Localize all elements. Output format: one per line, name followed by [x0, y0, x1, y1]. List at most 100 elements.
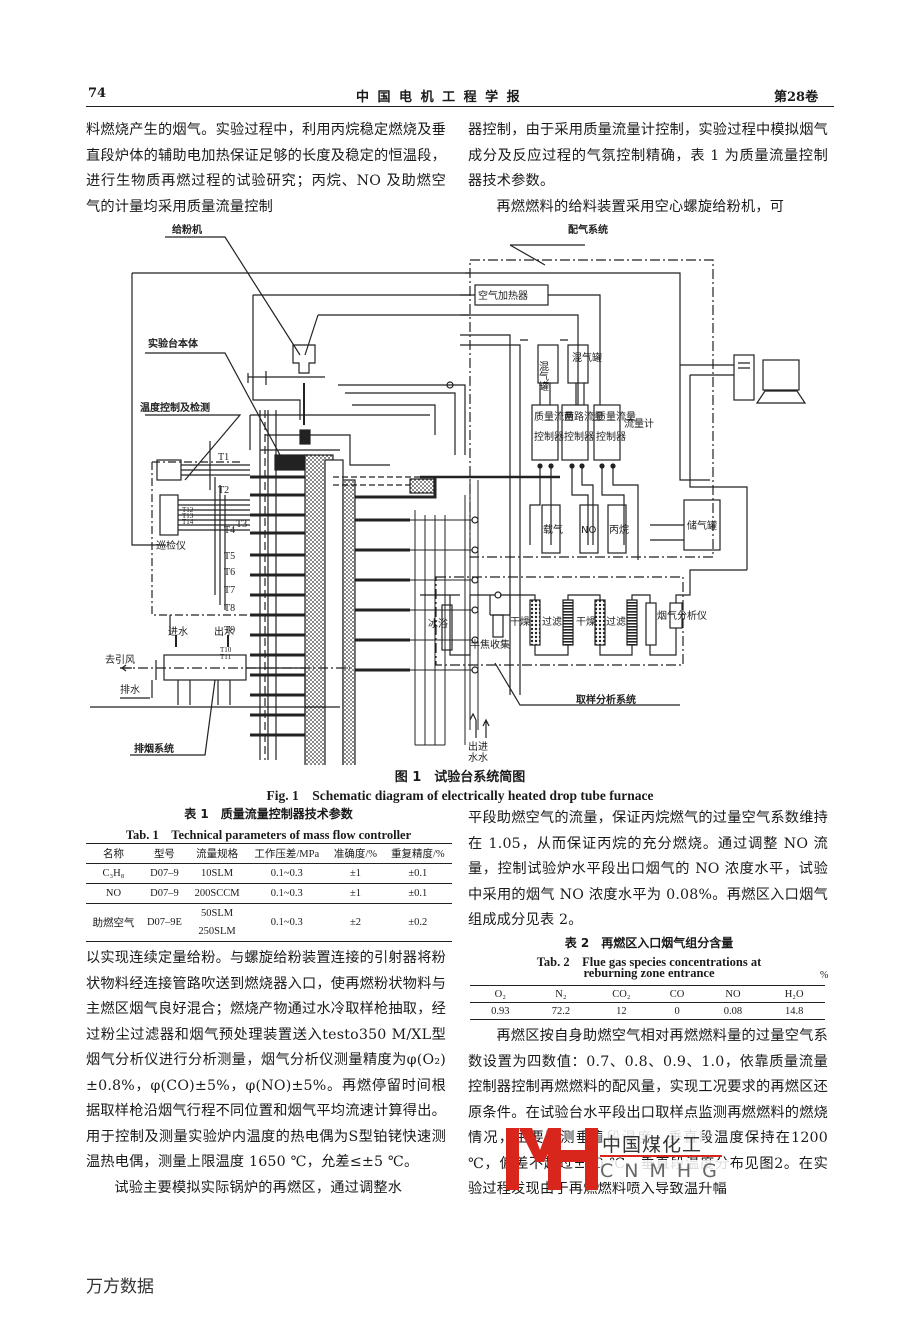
label-no: NO — [581, 525, 596, 536]
label-water-in-left: 进水 — [168, 626, 188, 638]
table-cell: 200SCCM — [194, 888, 240, 899]
label-dry-2: 干燥 — [576, 616, 596, 628]
table2: O₂ N₂ CO₂ CO NO H₂O 0.93 72.2 12 0 0.08 … — [470, 985, 825, 1020]
table-cell: 0.08 — [723, 1005, 743, 1017]
label-mfc-2a: 两路流量 — [564, 410, 604, 423]
table-cell: C₃H₈ — [102, 868, 125, 879]
paragraph: 试验主要模拟实际锅炉的再燃区，通过调整水 — [114, 1179, 403, 1196]
leader-feeder — [165, 236, 301, 356]
table-cell: ±2 — [349, 917, 361, 928]
no-bottle — [579, 504, 599, 554]
paragraph: 平段助燃空气的流量，保证丙烷燃气的过量空气系数维持在 1.05，从而保证丙烷的充… — [468, 810, 828, 928]
table-cell: ±0.1 — [408, 868, 428, 879]
label-flue-analyzer: 烟气分析仪 — [657, 609, 707, 622]
mix-tank-2 — [567, 344, 589, 384]
paragraph: 再燃燃料的给料装置采用空心螺旋给粉机，可 — [496, 198, 785, 215]
table-row: NO D07–9 200SCCM 0.1~0.3 ±1 ±0.1 — [86, 884, 452, 904]
leader-temp — [145, 414, 242, 481]
sampling-ports — [250, 475, 305, 737]
label-mix-tank-2: 混气罐 — [572, 351, 602, 364]
label-air-heater: 空气加热器 — [478, 289, 528, 302]
label-sampling-system: 取样分析系统 — [576, 693, 636, 706]
volume-label: 第28卷 — [774, 90, 819, 105]
water-in-arrow — [482, 718, 490, 738]
table-cell: NO — [105, 888, 122, 899]
table-cell: 0.1~0.3 — [270, 888, 303, 899]
paragraph: 以实现连续定量给粉。与螺旋给粉装置连接的引射器将粉状物料经连接管路吹送到燃烧器入… — [86, 950, 446, 1170]
label-temp-control: 温度控制及检测 — [140, 401, 210, 414]
label-t12: T12 — [182, 506, 194, 514]
sampling-system-box — [435, 576, 684, 666]
computer-tower — [733, 354, 755, 401]
leader-exhaust — [130, 679, 216, 756]
table1-title-en: Tab. 1 Technical parameters of mass flow… — [125, 828, 412, 842]
watermark-name-cn: 中国煤化工 — [602, 1130, 703, 1157]
feeder-screw — [247, 371, 325, 385]
thermocouple-labels: T1 T2 T3 T4 T5 T6 T7 T8 T9 T10 T11 T12 T… — [182, 452, 247, 661]
table-cell: 助燃空气 — [92, 918, 135, 929]
label-mfc-3b: 控制器 — [596, 430, 626, 443]
table-cell: D07–9 — [150, 888, 179, 899]
leader-gas-system — [509, 244, 585, 266]
table2-header-row: O₂ N₂ CO₂ CO NO H₂O — [470, 986, 825, 1003]
table1-title-cn: 表 1 质量流量控制器技术参数 — [184, 807, 353, 821]
header-rule — [86, 106, 834, 107]
label-t1: T1 — [218, 452, 229, 463]
dryer-2 — [594, 599, 606, 646]
footer-source: 万方数据 — [86, 1277, 154, 1297]
leader-test-body — [145, 352, 281, 456]
mfc-box-1 — [531, 404, 559, 461]
label-mfc-2b: 控制器 — [564, 430, 594, 443]
ice-bath-tube — [441, 604, 453, 651]
label-t2: T2 — [218, 485, 229, 496]
label-drain: 排水 — [120, 683, 140, 696]
table1-header: 流量规格 — [196, 849, 239, 860]
figure-1-schematic: 给粉机 配气系统 空气加热器 实验台本体 温度控制及检测 混气罐 混气罐 质量流… — [90, 223, 807, 765]
label-t11: T11 — [220, 653, 232, 661]
label-feeder: 给粉机 — [172, 223, 202, 236]
label-t7: T7 — [224, 585, 235, 596]
label-mfc-3a: 质量流量 — [596, 410, 636, 423]
label-t9: T9 — [224, 625, 235, 636]
air-heater-box — [474, 284, 549, 306]
table-cell: 10SLM — [201, 868, 234, 879]
table2-header: N₂ — [555, 988, 567, 1000]
label-carrier-gas: 载气 — [543, 523, 563, 536]
label-mfc-1a: 质量流量 — [534, 410, 574, 423]
table2-header: CO₂ — [612, 988, 631, 1000]
table2-header: H₂O — [784, 988, 804, 1000]
table2-header: O₂ — [494, 988, 506, 1000]
mass-flow-meter-box — [645, 602, 657, 646]
table-cell: ±1 — [349, 868, 361, 879]
table1-header: 型号 — [153, 849, 175, 860]
paragraph: 器控制，由于采用质量流量计控制，实验过程中模拟烟气成分及反应过程的气氛控制精确，… — [468, 122, 828, 189]
label-propane: 丙烷 — [609, 523, 629, 536]
paragraph: 料燃烧产生的烟气。实验过程中，利用丙烷稳定燃烧及垂直段炉体的辅助电加热保证足够的… — [86, 122, 446, 215]
table1-header: 重复精度/% — [390, 849, 445, 860]
table-cell: D07–9 — [150, 868, 179, 879]
dryer-1 — [529, 599, 541, 646]
label-t6: T6 — [224, 567, 235, 578]
table-cell: ±0.1 — [408, 888, 428, 899]
spec-50slm: 50SLM — [201, 907, 234, 919]
left-column-top: 料燃烧产生的烟气。实验过程中，利用丙烷稳定燃烧及垂直段炉体的辅助电加热保证足够的… — [86, 118, 446, 220]
table2-title-cn: 表 2 再燃区入口烟气组分含量 — [564, 936, 734, 950]
label-char-collection: 半焦收集 — [470, 638, 510, 651]
table-cell: ±1 — [349, 888, 361, 899]
left-column-bottom: 以实现连续定量给粉。与螺旋给粉装置连接的引射器将粉状物料经连接管路吹送到燃烧器入… — [86, 946, 446, 1201]
filter-1 — [562, 599, 574, 646]
table1-header: 名称 — [102, 849, 124, 860]
table-cell: ±0.2 — [408, 917, 428, 928]
right-column-mid: 平段助燃空气的流量，保证丙烷燃气的过量空气系数维持在 1.05，从而保证丙烷的充… — [468, 806, 828, 934]
label-inspection: 巡检仪 — [156, 539, 186, 552]
table-row: 助燃空气 D07–9E 50SLM 250SLM 0.1~0.3 ±2 ±0.2 — [86, 904, 452, 942]
temp-control-box — [151, 461, 260, 616]
label-t14: T14 — [182, 518, 194, 526]
pipe-top-2 — [252, 294, 470, 420]
label-t13: T13 — [182, 512, 194, 520]
table-cell: 0.93 — [491, 1005, 510, 1017]
table-cell: 14.8 — [784, 1005, 804, 1017]
table2-header: CO — [669, 988, 685, 1000]
label-exhaust-system: 排烟系统 — [134, 742, 174, 755]
pipe-top-3 — [304, 314, 470, 356]
